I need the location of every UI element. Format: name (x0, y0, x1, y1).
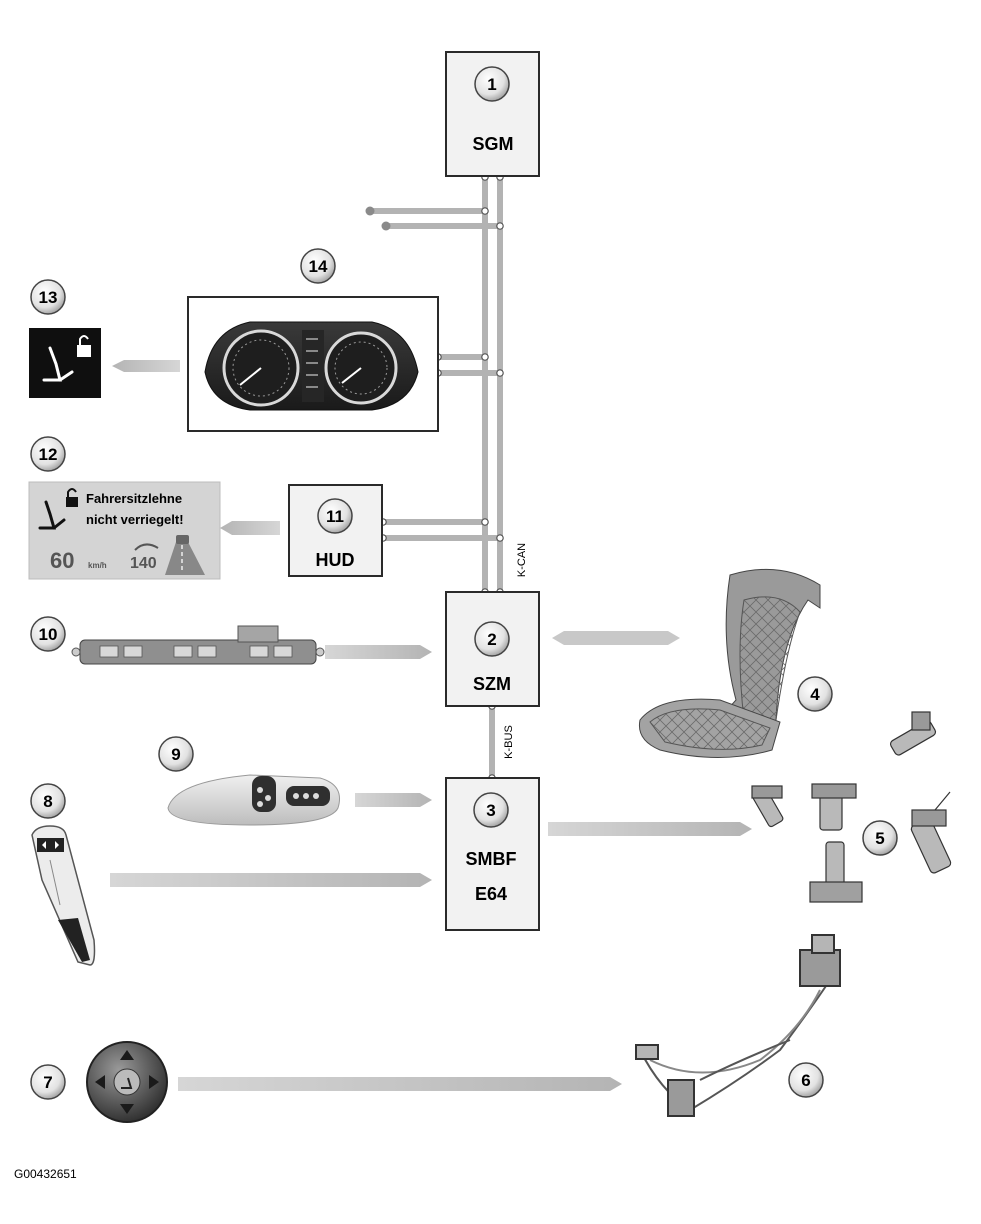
arrow-switch-block-to-szm (325, 645, 432, 659)
hud-seat-icon (38, 500, 66, 530)
motors-number: 5 (875, 829, 884, 848)
lever-badge (30, 783, 66, 819)
seat-illustration: 4 (638, 568, 833, 758)
switch-panel-badge (158, 736, 194, 772)
hud-module: 11 HUD (288, 484, 383, 577)
seat-warning-icon-group: 13 (29, 279, 101, 398)
k-can-label: K-CAN (516, 543, 528, 577)
k-bus-label: K-BUS (503, 725, 515, 759)
switch-block-number: 10 (39, 625, 58, 644)
switch-panel-number: 9 (171, 745, 180, 764)
smbf-badge (473, 792, 509, 828)
instrument-cluster: 14 (187, 248, 439, 432)
arrow-hud-to-display (220, 521, 280, 535)
sgm-label: SGM (472, 134, 513, 154)
smbf-label-line1: SMBF (466, 849, 517, 869)
szm-module: 2 SZM (445, 591, 540, 707)
smbf-label-line2: E64 (475, 884, 507, 904)
sgm-number: 1 (487, 75, 496, 94)
cluster-badge (300, 248, 336, 284)
bus-stub-end-2 (381, 221, 391, 231)
switch-block-badge (30, 616, 66, 652)
lever-number: 8 (43, 792, 52, 811)
cluster-number: 14 (309, 257, 328, 276)
warning-number: 13 (39, 288, 58, 307)
smbf-module: 3 SMBF E64 (445, 777, 540, 931)
hud-display: 12 Fahrersitzlehne nicht verriegelt! 60 … (28, 436, 221, 580)
hud-number: 11 (326, 507, 344, 526)
hud-speed-unit: km/h (88, 561, 107, 570)
harness-badge (788, 1062, 824, 1098)
arrow-panel-to-smbf (355, 793, 432, 807)
arrow-smbf-to-motors (548, 822, 752, 836)
backrest-lever: 8 (30, 783, 96, 966)
arrow-lever-to-smbf (110, 873, 432, 887)
warning-badge (30, 279, 66, 315)
hud-display-number: 12 (39, 445, 58, 464)
seat-number: 4 (810, 685, 820, 704)
bus-stub-end-1 (365, 206, 375, 216)
switch-panel: 9 (158, 736, 340, 826)
road-icon (165, 535, 205, 575)
arrow-cluster-to-warning (112, 360, 180, 372)
flow-arrows (110, 360, 752, 1091)
hud-message-line2: nicht verriegelt! (86, 512, 184, 527)
smbf-number: 3 (486, 801, 495, 820)
hud-message-line1: Fahrersitzlehne (86, 491, 182, 506)
hud-padlock-icon (66, 488, 78, 507)
hud-badge (317, 498, 353, 534)
hud-speed: 60 (50, 548, 74, 573)
seat-switch: 7 (30, 1041, 168, 1123)
padlock-open-icon (77, 335, 91, 357)
hud-label: HUD (316, 550, 355, 570)
seat-motors (751, 711, 952, 903)
arrow-szm-seat (552, 631, 680, 645)
szm-label: SZM (473, 674, 511, 694)
harness-number: 6 (801, 1071, 810, 1090)
sgm-badge (474, 66, 510, 102)
szm-number: 2 (487, 630, 496, 649)
seat-unlocked-icon (42, 346, 74, 382)
figure-id: G00432651 (14, 1167, 77, 1181)
seat-switch-badge (30, 1064, 66, 1100)
seat-switch-number: 7 (43, 1073, 52, 1092)
hud-display-badge (30, 436, 66, 472)
hud-limit-arrow-icon (134, 543, 159, 551)
hud-limit: 140 (130, 555, 157, 572)
center-switch-block: 10 (30, 616, 325, 665)
arrow-switch-to-harness (178, 1077, 622, 1091)
szm-badge (474, 621, 510, 657)
wiring-harness (635, 934, 841, 1117)
seat-badge (797, 676, 833, 712)
motors-badge (862, 820, 898, 856)
sgm-module: 1 SGM (445, 51, 540, 177)
